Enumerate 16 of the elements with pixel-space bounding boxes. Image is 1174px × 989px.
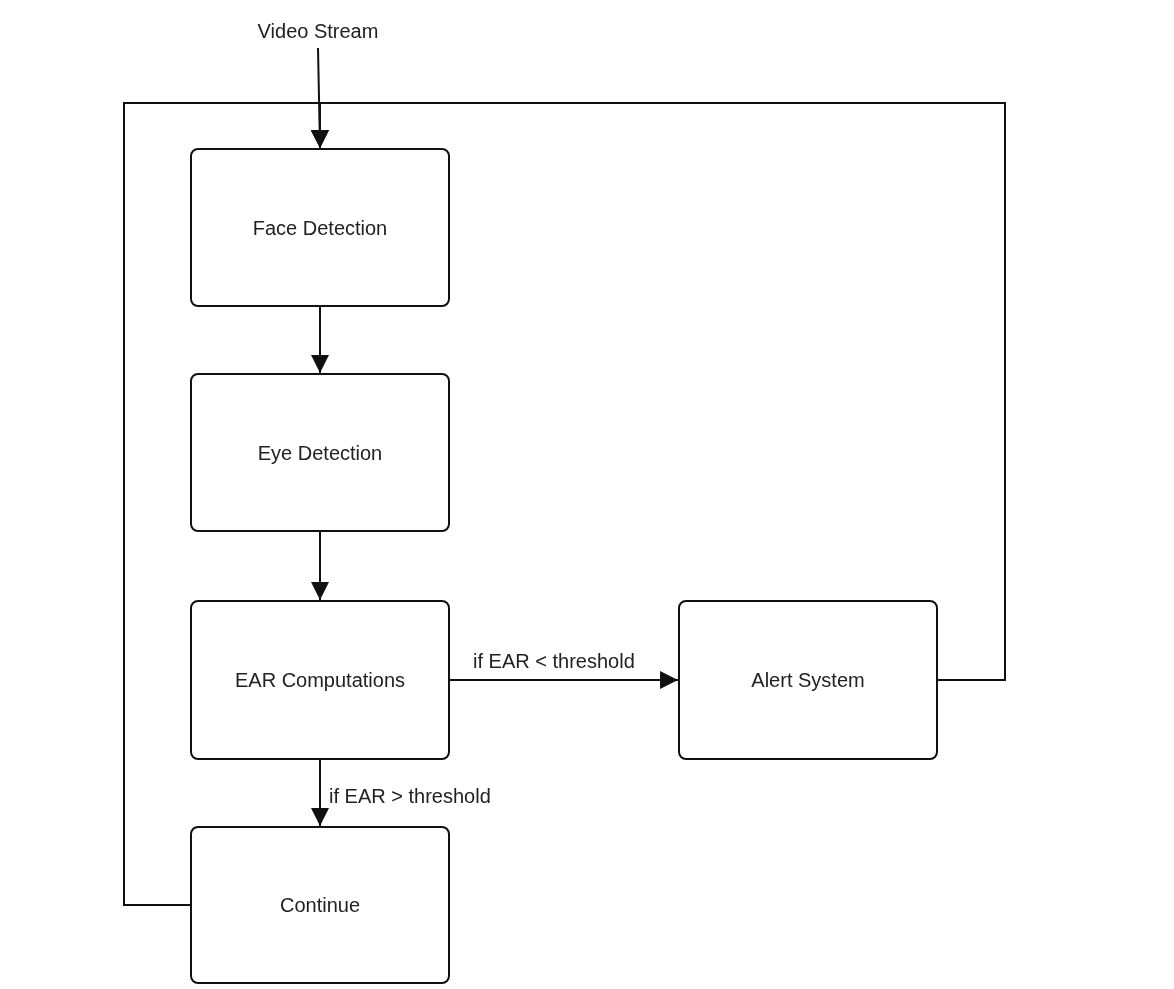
arrow [449, 671, 679, 689]
process-box [190, 148, 450, 307]
box-label: Alert System [750, 668, 866, 693]
arrow [311, 102, 1006, 681]
arrow [311, 306, 329, 374]
box-label: Eye Detection [256, 440, 384, 466]
stream-label: Video Stream [256, 19, 380, 44]
box-label: EAR Computations [233, 668, 407, 693]
box-label: Continue [278, 893, 362, 918]
process-box [190, 826, 450, 984]
box-label: Face Detection [251, 215, 389, 241]
arrow [311, 531, 329, 601]
process-box [678, 600, 938, 760]
process-box [190, 373, 450, 532]
process-box [190, 600, 450, 760]
arrow [311, 759, 329, 827]
